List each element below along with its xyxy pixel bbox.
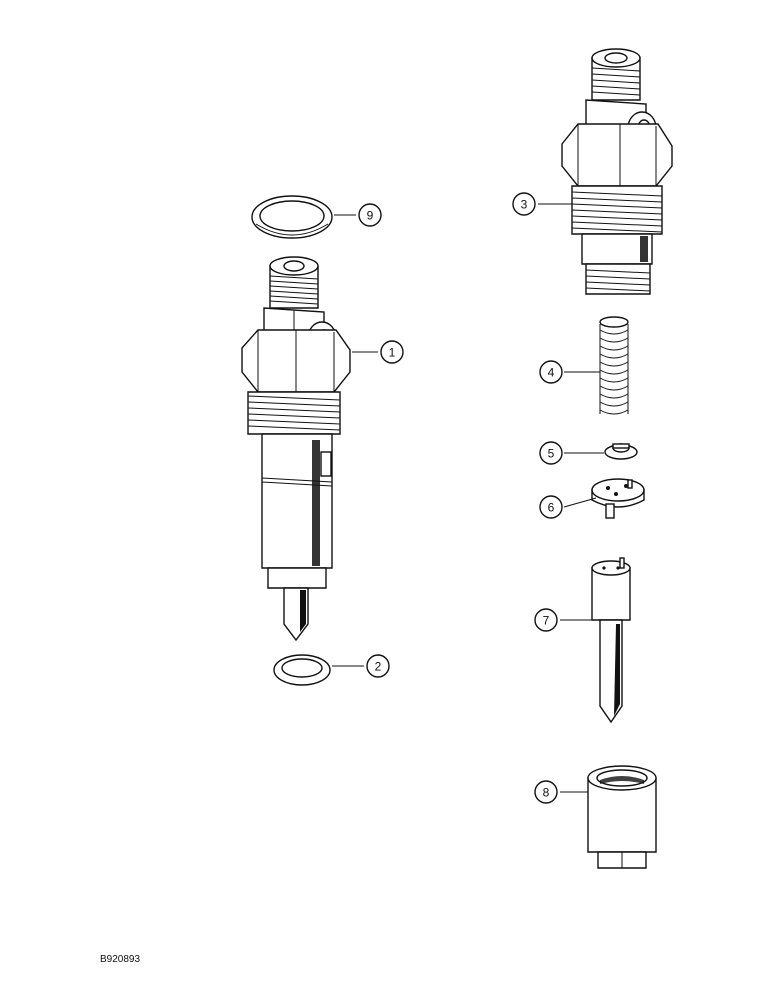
callout-3-number: 3	[521, 198, 528, 212]
part-1-injector-assembly	[241, 256, 351, 642]
callout-2-number: 2	[375, 660, 382, 674]
callout-3: 3	[512, 192, 536, 216]
callout-5: 5	[539, 441, 563, 465]
callout-2: 2	[366, 654, 390, 678]
callout-1-number: 1	[389, 346, 396, 360]
part-4-spring	[599, 316, 629, 415]
part-9-washer	[251, 195, 333, 239]
part-8-retaining-nut	[587, 765, 657, 869]
part-5-spring-seat	[604, 443, 638, 460]
callout-8-number: 8	[543, 786, 550, 800]
reference-code: B920893	[100, 954, 140, 965]
part-2-washer	[273, 654, 331, 686]
part-7-nozzle	[591, 557, 631, 724]
callout-4-number: 4	[548, 366, 555, 380]
leader-lines	[332, 203, 604, 793]
callout-6: 6	[539, 495, 563, 519]
callout-9-number: 9	[367, 209, 374, 223]
callout-1: 1	[380, 340, 404, 364]
part-3-holder-body	[561, 48, 673, 295]
part-6-disc	[591, 478, 645, 519]
callout-7: 7	[534, 608, 558, 632]
callout-7-number: 7	[543, 614, 550, 628]
callout-5-number: 5	[548, 447, 555, 461]
callout-8: 8	[534, 780, 558, 804]
callout-6-number: 6	[548, 501, 555, 515]
callout-9: 9	[358, 203, 382, 227]
callout-4: 4	[539, 360, 563, 384]
